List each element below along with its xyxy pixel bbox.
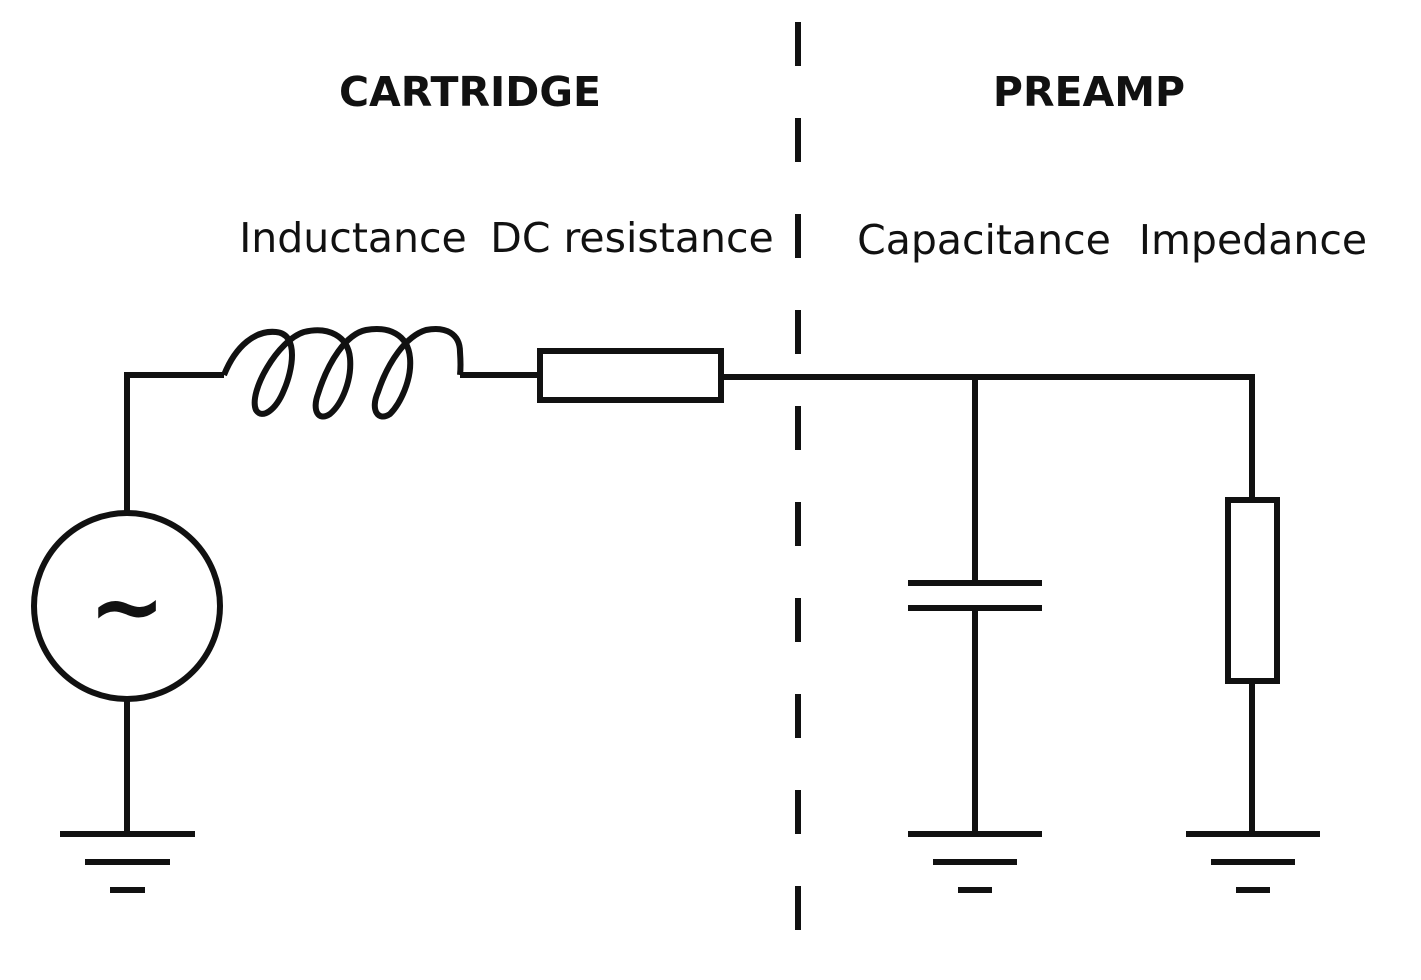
dc-resistance-resistor: [537, 348, 724, 403]
dc-resistance-label: DC resistance: [490, 214, 773, 262]
inductor-coil: [221, 326, 464, 420]
impedance-label: Impedance: [1139, 216, 1367, 264]
inductance-label: Inductance: [239, 214, 467, 262]
main-rail-wire: [721, 374, 1255, 500]
capacitor-ground-icon: [908, 831, 1042, 893]
preamp-section-label: PREAMP: [993, 68, 1185, 116]
impedance-ground-icon: [1186, 831, 1320, 893]
ac-source-symbol: ~: [88, 553, 165, 660]
source-ground-icon: [60, 831, 195, 893]
capacitance-label: Capacitance: [857, 216, 1111, 264]
impedance-resistor: [1225, 497, 1280, 684]
wire-source-to-inductor: [124, 372, 224, 513]
cartridge-section-label: CARTRIDGE: [339, 68, 601, 116]
